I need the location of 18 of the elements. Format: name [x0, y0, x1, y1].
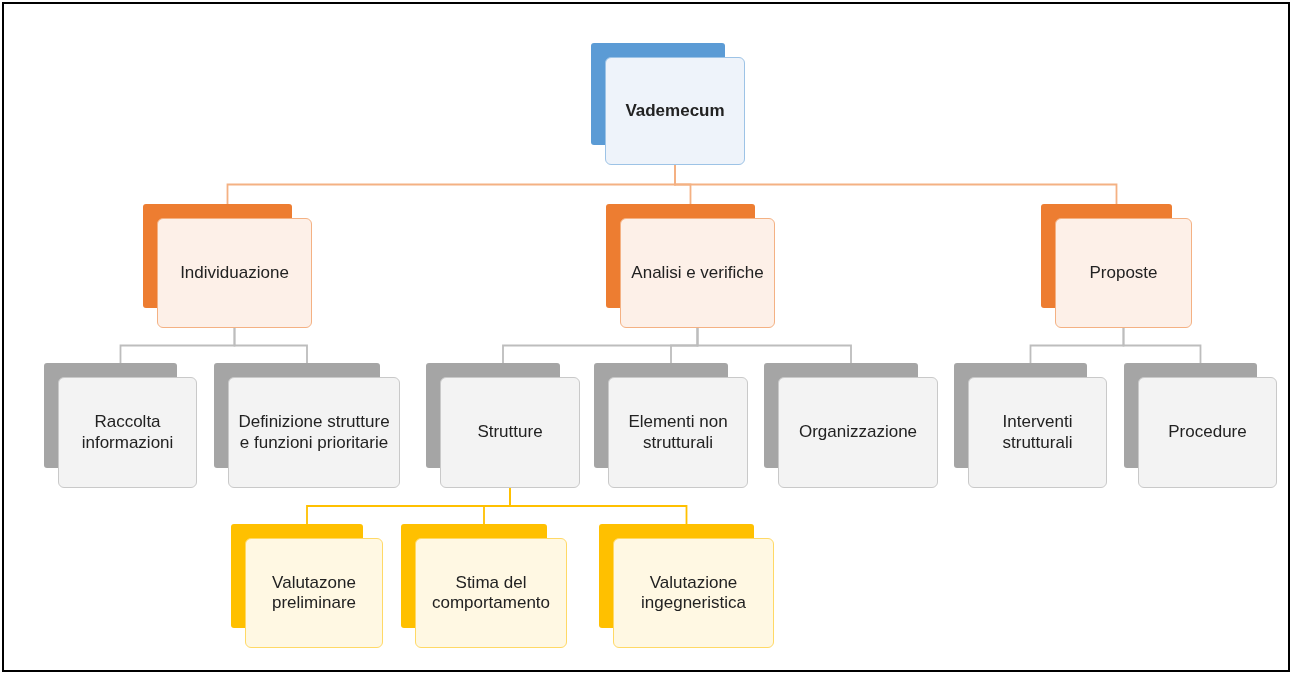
node-label: Valutazione ingegneristica [640, 572, 747, 614]
node-label: Elementi non strutturali [627, 412, 729, 453]
node-label: Strutture [477, 422, 543, 443]
node-label: Vademecum [625, 100, 725, 122]
connector-line [233, 327, 308, 364]
node-label: Interventi strutturali [1001, 412, 1074, 453]
node-label: Procedure [1168, 422, 1247, 443]
connector-line [696, 327, 852, 364]
node-label: Raccolta informazioni [80, 412, 175, 453]
connector-line [1122, 327, 1202, 364]
node-label: Analisi e verifiche [631, 262, 764, 284]
node-label: Stima del comportamento [430, 572, 552, 614]
node-label: Definizione strutture e funzioni prioritarie [237, 412, 391, 453]
node-label: Proposte [1089, 262, 1158, 284]
connector-line [509, 487, 688, 525]
node-label: Organizzazione [798, 422, 918, 443]
node-label: Valutazone preliminare [270, 572, 358, 614]
node-label: Individuazione [180, 262, 289, 284]
